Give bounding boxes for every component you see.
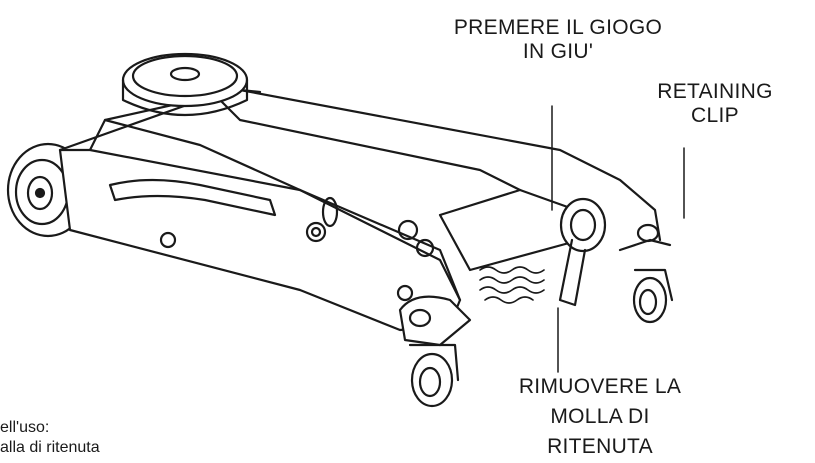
callout-retaining-clip-line1: RETAINING [657,80,773,103]
callout-remove-spring-line2: MOLLA DI [550,405,650,428]
front-caster-right [632,268,674,324]
callout-push-yoke-line1: PREMERE IL GIOGO [453,16,663,39]
return-springs [479,266,545,304]
callout-remove-spring-line1: RIMUOVERE LA [518,375,682,398]
callout-remove-spring: RIMUOVERE LA MOLLA DI RITENUTA [500,372,700,462]
callout-retaining-clip-line2: CLIP [691,104,739,127]
leader-lines [551,105,685,373]
retaining-spring [558,238,587,307]
callout-remove-spring-line3: RITENUTA [547,435,653,458]
front-caster-left [408,343,460,408]
page-note-line2: alla di ritenuta [0,439,100,456]
callout-push-yoke-line2: IN GIU' [522,40,594,63]
lift-saddle [121,52,249,117]
handle-socket [108,178,277,217]
page-note: ell'uso: alla di ritenuta [0,418,100,458]
front-mount [398,295,472,347]
callout-retaining-clip: RETAINING CLIP [645,80,785,128]
side-panel-holes [159,196,435,302]
callout-push-yoke: PREMERE IL GIOGO IN GIU' [418,16,698,64]
retaining-clip [618,223,672,252]
page-note-line1: ell'uso: [0,419,50,436]
